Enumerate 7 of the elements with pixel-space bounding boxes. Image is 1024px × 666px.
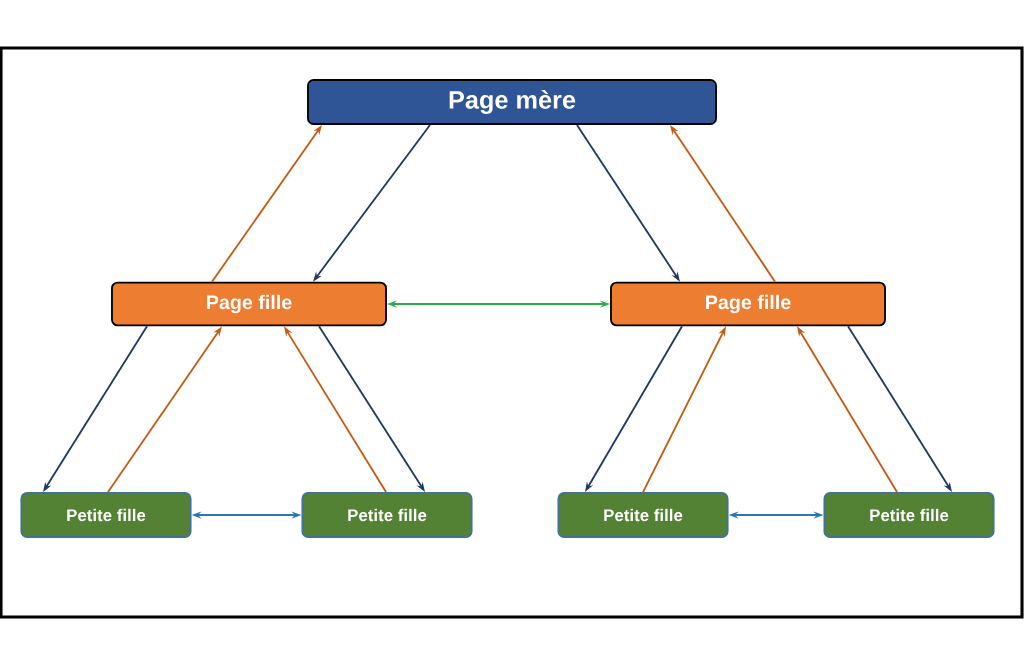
parent-page-box: Page mère [307,79,717,125]
grandchild-page-box: Petite fille [301,492,473,538]
grandchild-page-box: Petite fille [557,492,729,538]
grandchild-page-box: Petite fille [823,492,995,538]
grandchild-page-box: Petite fille [20,492,192,538]
child-page-box: Page fille [610,281,886,327]
child-page-box: Page fille [111,281,387,327]
